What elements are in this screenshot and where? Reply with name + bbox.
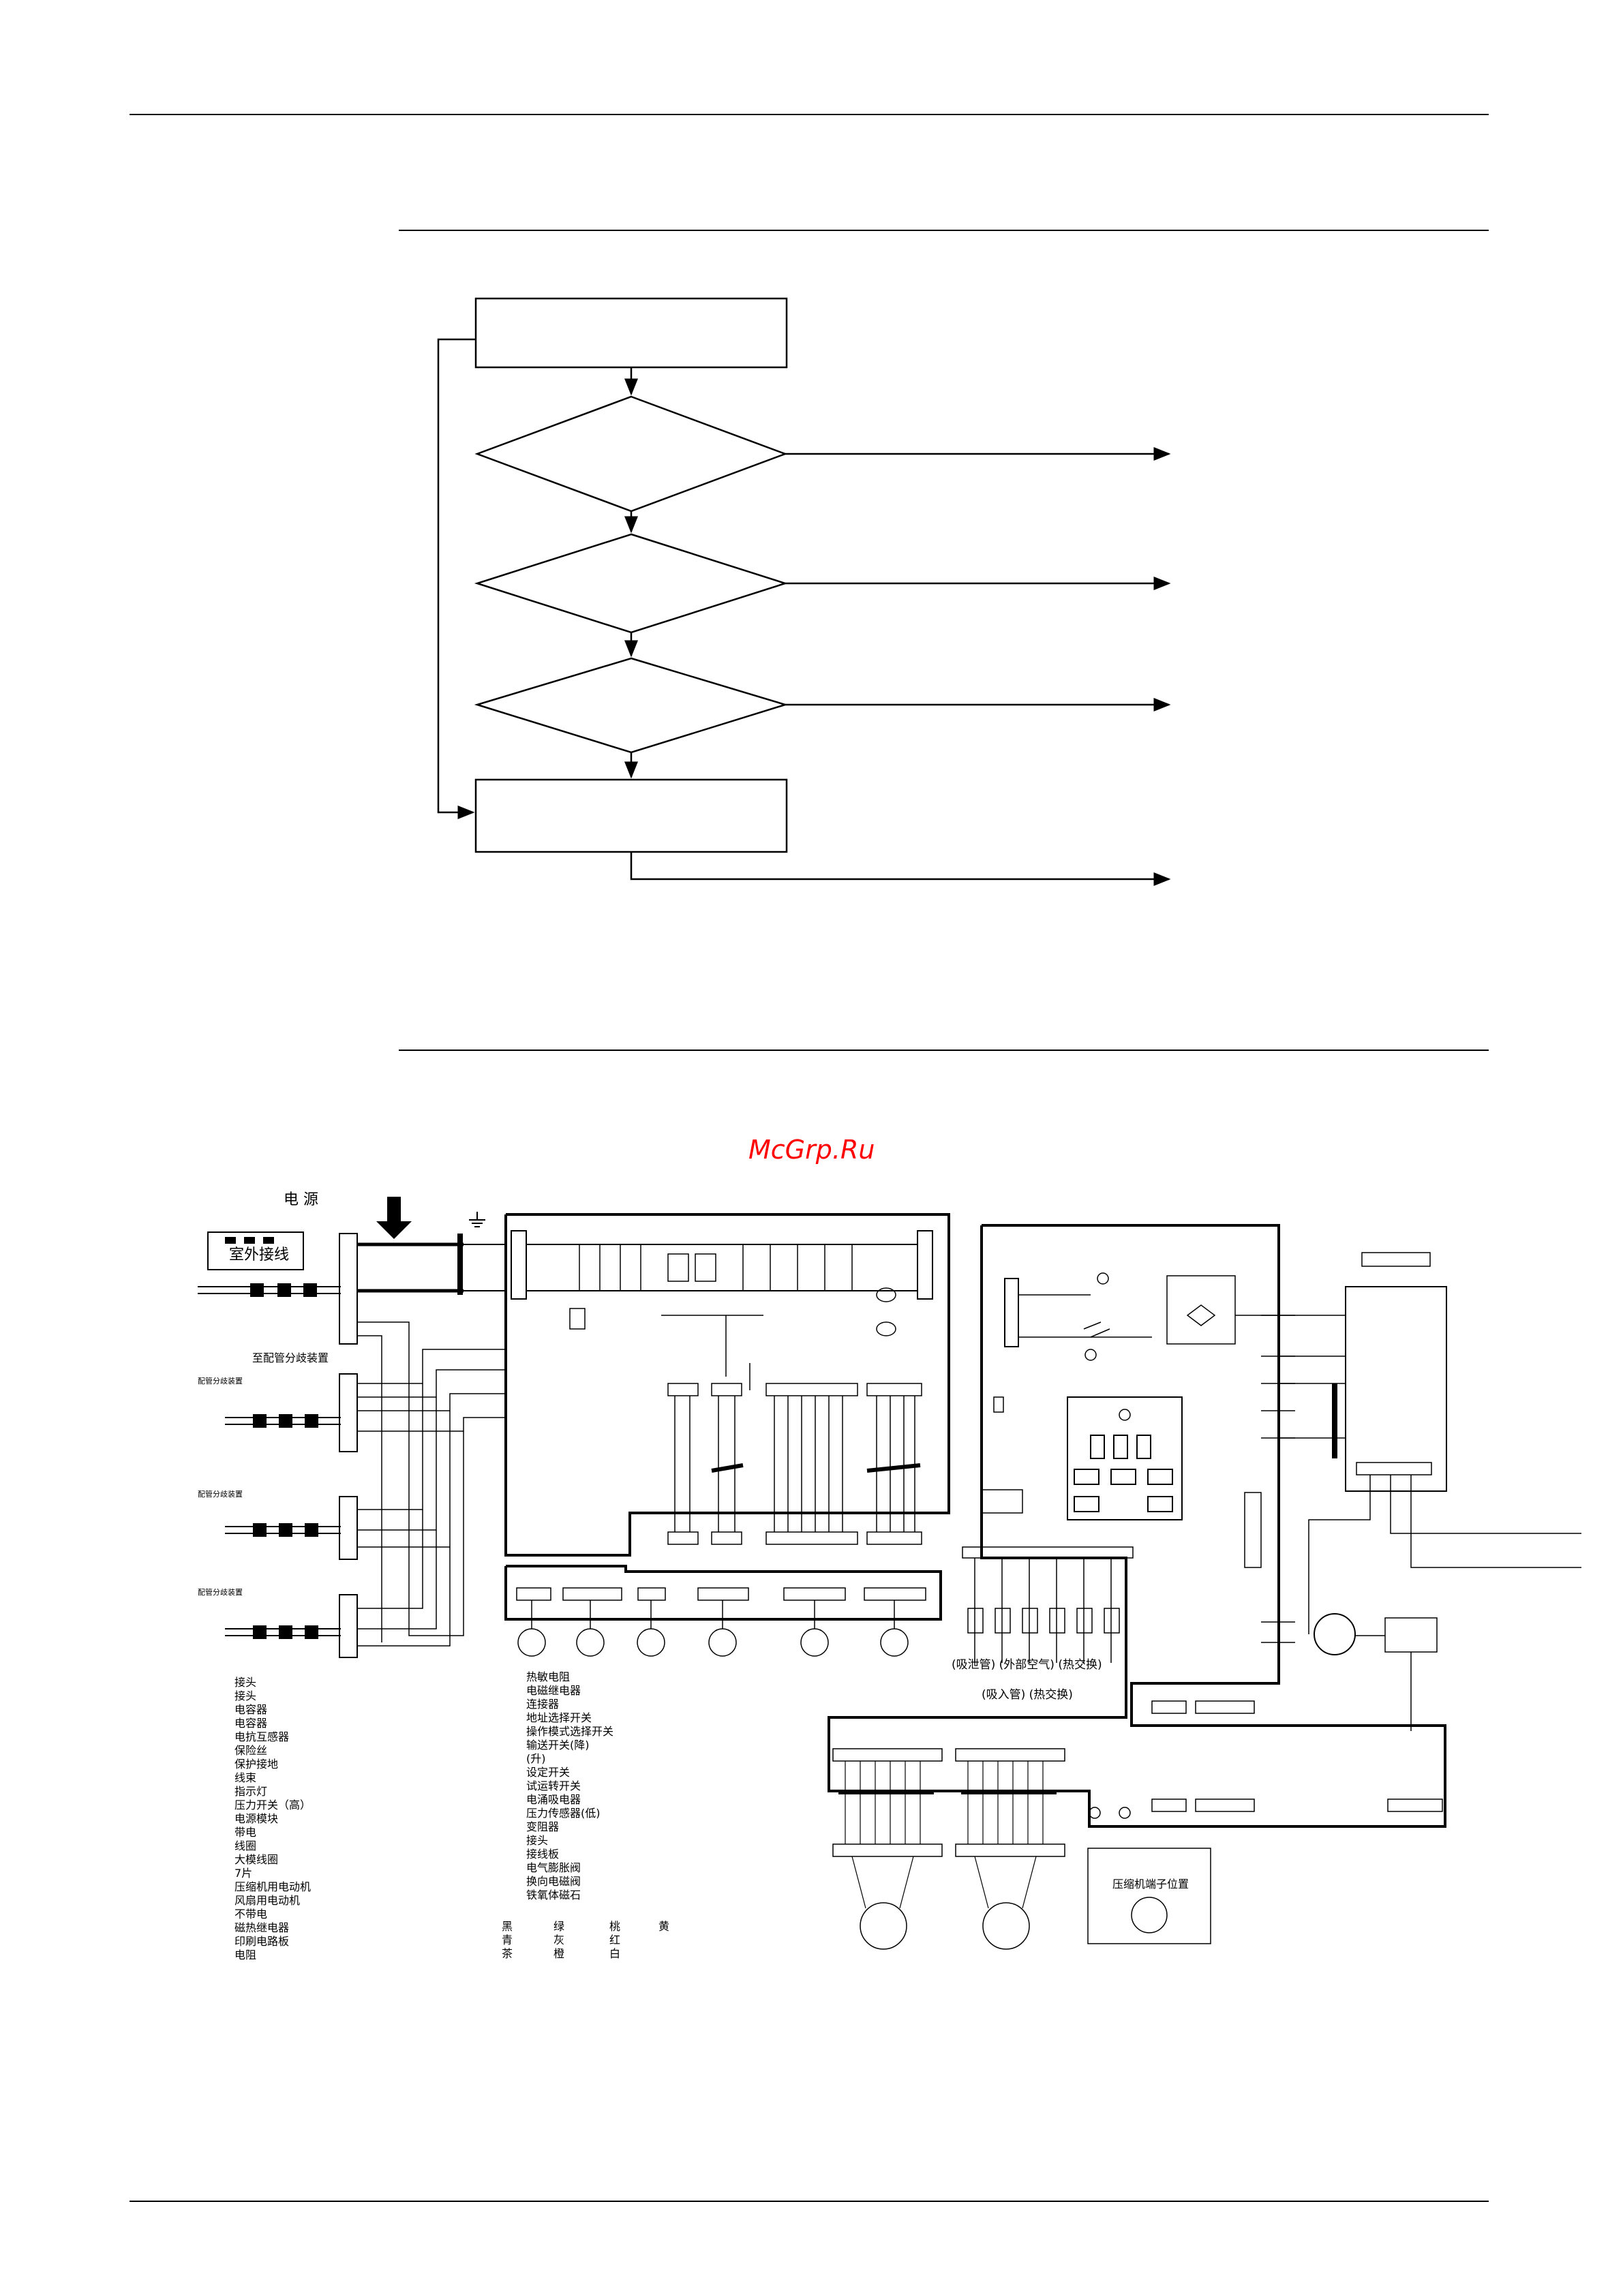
outdoor-wiring-box bbox=[207, 1231, 304, 1270]
svg-text:输送开关(降): 输送开关(降) bbox=[526, 1739, 590, 1751]
branch-small-2: 配管分歧装置 bbox=[198, 1489, 243, 1499]
svg-text:接线板: 接线板 bbox=[526, 1848, 559, 1861]
svg-text:(升): (升) bbox=[526, 1752, 546, 1765]
ssr-block bbox=[981, 1489, 1023, 1514]
svg-text:白: 白 bbox=[609, 1947, 620, 1960]
svg-text:操作模式选择开关: 操作模式选择开关 bbox=[526, 1725, 613, 1738]
power-label: 电 源 bbox=[284, 1191, 318, 1208]
svg-text:连接器: 连接器 bbox=[526, 1698, 559, 1711]
svg-text:桃: 桃 bbox=[609, 1920, 620, 1933]
branch-cable-3 bbox=[225, 1625, 341, 1639]
svg-text:压力传感器(低): 压力传感器(低) bbox=[526, 1807, 601, 1820]
svg-text:线圈: 线圈 bbox=[234, 1839, 256, 1852]
thermistor-1 bbox=[517, 1628, 546, 1657]
svg-text:电抗互感器: 电抗互感器 bbox=[234, 1730, 289, 1743]
flow-decision-1 bbox=[474, 395, 788, 512]
svg-text:地址选择开关: 地址选择开关 bbox=[526, 1711, 592, 1724]
sensor-pcb bbox=[504, 1565, 942, 1621]
thermistor-3 bbox=[637, 1628, 665, 1657]
svg-text:接头: 接头 bbox=[526, 1834, 548, 1847]
control-board bbox=[828, 1224, 1446, 1828]
svg-text:电磁继电器: 电磁继电器 bbox=[526, 1684, 581, 1697]
svg-text:试运转开关: 试运转开关 bbox=[526, 1779, 581, 1792]
troubleshooting-flowchart bbox=[437, 297, 1171, 886]
svg-text:压力开关（高）: 压力开关（高） bbox=[234, 1798, 311, 1811]
thermistor-6 bbox=[880, 1628, 909, 1657]
watermark: McGrp.Ru bbox=[748, 1135, 875, 1165]
branch-cable-1 bbox=[225, 1414, 341, 1428]
svg-text:指示灯: 指示灯 bbox=[234, 1785, 267, 1798]
thermistor-2 bbox=[576, 1628, 605, 1657]
outdoor-wiring-label: 室外接线 bbox=[229, 1246, 289, 1264]
indicator-lamp-1 bbox=[1097, 1272, 1109, 1285]
branch-small-3: 配管分歧装置 bbox=[198, 1587, 243, 1597]
svg-text:磁热继电器: 磁热继电器 bbox=[234, 1921, 289, 1934]
svg-text:电容器: 电容器 bbox=[234, 1703, 267, 1716]
svg-text:电气膨胀阀: 电气膨胀阀 bbox=[526, 1861, 581, 1874]
sensor-row1-label: (吸泄管) (外部空气) (热交换) bbox=[952, 1658, 1102, 1672]
svg-text:大模线圈: 大模线圈 bbox=[234, 1853, 278, 1866]
to-branch-label: 至配管分歧装置 bbox=[252, 1351, 329, 1364]
svg-text:7片: 7片 bbox=[234, 1867, 252, 1880]
svg-text:变阻器: 变阻器 bbox=[526, 1820, 559, 1833]
compressor-terminal-box bbox=[1087, 1848, 1211, 1944]
indicator-lamp-2 bbox=[1084, 1349, 1097, 1361]
terminal-block-branch-2 bbox=[339, 1496, 358, 1560]
seven-segment-panel bbox=[1067, 1396, 1183, 1520]
svg-text:橙: 橙 bbox=[553, 1947, 564, 1960]
legend-middle: 热敏电阻 电磁继电器 连接器 地址选择开关 操作模式选择开关 输送开关(降) (… bbox=[526, 1670, 613, 1901]
svg-text:电阻: 电阻 bbox=[234, 1948, 256, 1961]
svg-text:印刷电路板: 印刷电路板 bbox=[234, 1935, 289, 1948]
svg-text:黑: 黑 bbox=[502, 1920, 513, 1933]
terminal-block-branch-1 bbox=[339, 1373, 358, 1452]
flow-start-box bbox=[474, 297, 788, 369]
svg-text:青: 青 bbox=[502, 1933, 513, 1946]
svg-text:保险丝: 保险丝 bbox=[234, 1744, 267, 1757]
power-arrow bbox=[376, 1197, 412, 1239]
svg-text:压缩机用电动机: 压缩机用电动机 bbox=[234, 1880, 311, 1893]
thermistor-4 bbox=[708, 1628, 737, 1657]
svg-text:换向电磁阀: 换向电磁阀 bbox=[526, 1875, 581, 1888]
terminal-box-right bbox=[1345, 1286, 1447, 1492]
branch-cable-2 bbox=[225, 1523, 341, 1537]
svg-text:灰: 灰 bbox=[553, 1933, 564, 1946]
svg-text:电涌吸电器: 电涌吸电器 bbox=[526, 1793, 581, 1806]
terminal-block-branch-3 bbox=[339, 1594, 358, 1658]
svg-text:线束: 线束 bbox=[234, 1771, 256, 1784]
terminal-block-power bbox=[339, 1233, 358, 1345]
svg-text:设定开关: 设定开关 bbox=[526, 1766, 570, 1779]
legend-left: 接头 接头 电容器 电容器 电抗互感器 保险丝 保护接地 线束 指示灯 压力开关… bbox=[234, 1676, 311, 1961]
wiring-diagram bbox=[198, 1197, 1581, 1950]
main-pcb bbox=[504, 1213, 950, 1557]
svg-text:不带电: 不带电 bbox=[234, 1908, 267, 1920]
sensor-row2-label: (吸入管) (热交换) bbox=[982, 1688, 1073, 1702]
thermistor-5 bbox=[800, 1628, 829, 1657]
flow-end-box bbox=[474, 778, 788, 853]
flow-decision-3 bbox=[474, 657, 789, 754]
flow-decision-2 bbox=[474, 533, 789, 634]
svg-text:红: 红 bbox=[609, 1933, 620, 1946]
svg-text:保护接地: 保护接地 bbox=[234, 1758, 278, 1771]
color-code-table: 黑 绿 桃 黄 青 灰 红 茶 橙 白 bbox=[502, 1920, 669, 1960]
svg-text:接头: 接头 bbox=[234, 1676, 256, 1689]
svg-text:电容器: 电容器 bbox=[234, 1717, 267, 1730]
svg-text:绿: 绿 bbox=[553, 1920, 564, 1933]
svg-text:热敏电阻: 热敏电阻 bbox=[526, 1670, 570, 1683]
power-cable bbox=[198, 1283, 341, 1297]
svg-text:接头: 接头 bbox=[234, 1689, 256, 1702]
svg-text:铁氧体磁石: 铁氧体磁石 bbox=[526, 1888, 581, 1901]
fan-motor-1 bbox=[860, 1902, 907, 1950]
compressor-terminal-label: 压缩机端子位置 bbox=[1112, 1878, 1189, 1891]
compressor-motor bbox=[1314, 1613, 1356, 1655]
svg-text:黄: 黄 bbox=[658, 1920, 669, 1933]
ground-symbol bbox=[469, 1212, 485, 1227]
fan-motor-2 bbox=[982, 1902, 1030, 1950]
svg-text:风扇用电动机: 风扇用电动机 bbox=[234, 1894, 300, 1907]
svg-text:电源模块: 电源模块 bbox=[234, 1812, 278, 1825]
branch-small-1: 配管分歧装置 bbox=[198, 1376, 243, 1386]
svg-text:带电: 带电 bbox=[234, 1826, 256, 1839]
svg-text:茶: 茶 bbox=[502, 1947, 513, 1960]
